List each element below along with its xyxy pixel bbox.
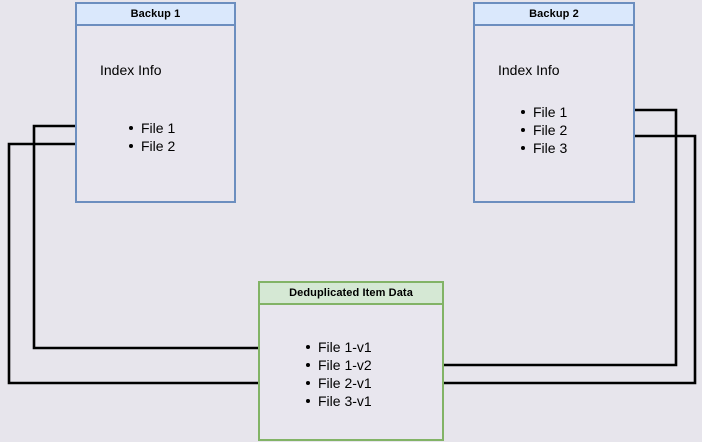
list-item[interactable]: File 1-v2 xyxy=(304,356,372,374)
backup-2-index-info-label: Index Info xyxy=(498,62,560,78)
node-backup-1-header: Backup 1 xyxy=(77,4,234,26)
node-backup-2-header: Backup 2 xyxy=(475,4,633,26)
backup-1-file-list: File 1 File 2 xyxy=(127,119,175,155)
dedup-file-list: File 1-v1 File 1-v2 File 2-v1 File 3-v1 xyxy=(304,338,372,410)
node-backup-2[interactable]: Backup 2 Index Info File 1 File 2 File 3 xyxy=(473,2,635,203)
node-dedup-title: Deduplicated Item Data xyxy=(289,287,413,299)
node-backup-1-title: Backup 1 xyxy=(130,8,181,20)
list-item[interactable]: File 3-v1 xyxy=(304,392,372,410)
list-item[interactable]: File 3 xyxy=(519,139,567,157)
list-item[interactable]: File 1 xyxy=(519,103,567,121)
node-backup-2-title: Backup 2 xyxy=(529,8,579,20)
list-item[interactable]: File 1 xyxy=(127,119,175,137)
node-backup-1-body: Index Info File 1 File 2 xyxy=(77,26,234,201)
node-dedup-header: Deduplicated Item Data xyxy=(260,283,442,305)
list-item[interactable]: File 2-v1 xyxy=(304,374,372,392)
list-item[interactable]: File 1-v1 xyxy=(304,338,372,356)
node-backup-2-body: Index Info File 1 File 2 File 3 xyxy=(475,26,633,201)
backup-1-index-info-label: Index Info xyxy=(100,62,162,78)
backup-2-file-list: File 1 File 2 File 3 xyxy=(519,103,567,157)
list-item[interactable]: File 2 xyxy=(127,137,175,155)
node-backup-1[interactable]: Backup 1 Index Info File 1 File 2 xyxy=(75,2,236,203)
node-deduplicated-item-data[interactable]: Deduplicated Item Data File 1-v1 File 1-… xyxy=(258,281,444,441)
node-dedup-body: File 1-v1 File 1-v2 File 2-v1 File 3-v1 xyxy=(260,305,442,439)
list-item[interactable]: File 2 xyxy=(519,121,567,139)
